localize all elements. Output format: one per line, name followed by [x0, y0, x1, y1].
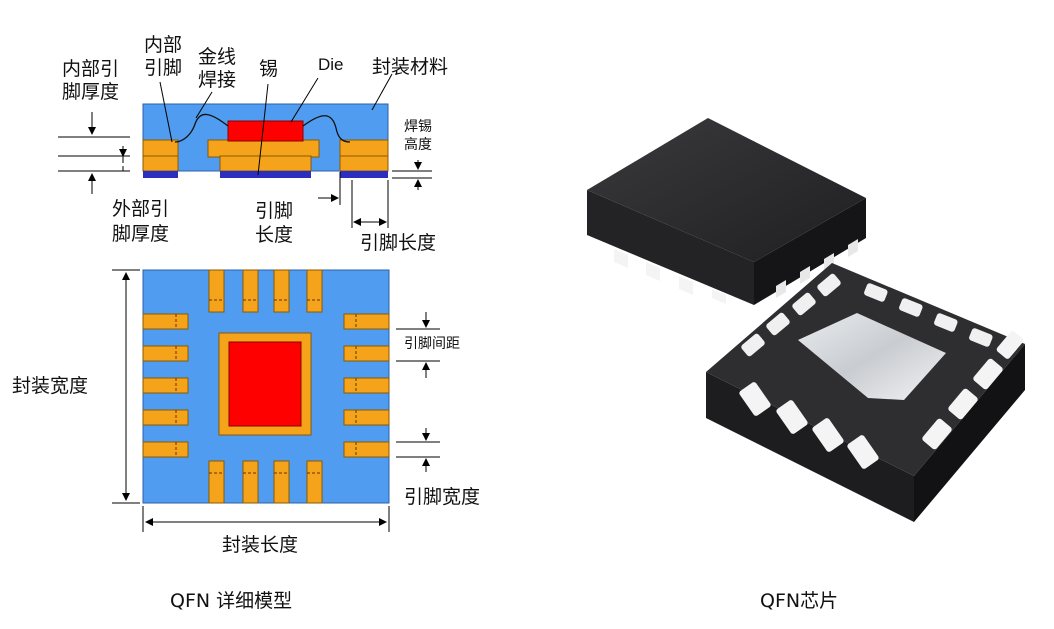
right-leads — [343, 313, 390, 458]
label-package-length: 封装长度 — [222, 534, 299, 556]
center-pad-solder — [220, 171, 311, 178]
label-lead-length-inner-2: 长度 — [255, 224, 294, 246]
label-gold-wire-2: 焊接 — [198, 69, 237, 91]
lead-left-outer — [142, 155, 179, 172]
cross-section-view — [58, 73, 432, 228]
caption-left: QFN 详细模型 — [170, 590, 293, 612]
label-inner-lead-thickness-1: 内部引 — [62, 58, 120, 80]
left-leads — [142, 313, 189, 458]
top-leads — [208, 269, 323, 313]
die — [227, 120, 304, 142]
label-lead-length: 引脚长度 — [360, 232, 437, 254]
label-solder-height-1: 焊锡 — [404, 119, 432, 135]
label-solder-height-2: 高度 — [404, 137, 432, 153]
center-pad-top — [207, 139, 320, 158]
top-view — [112, 269, 440, 532]
label-package-width: 封装宽度 — [12, 375, 89, 397]
label-lead-length-inner-1: 引脚 — [255, 200, 294, 222]
label-lead-width: 引脚宽度 — [404, 486, 481, 508]
pad-left — [143, 171, 178, 178]
label-inner-lead-1: 内部 — [144, 34, 183, 56]
gold-wire-right — [302, 115, 351, 143]
bottom-leads — [208, 460, 323, 504]
qfn-chip-bottom-render — [706, 263, 1025, 522]
label-gold-wire-1: 金线 — [198, 46, 237, 68]
pad-right — [340, 171, 388, 178]
label-outer-lead-thickness-1: 外部引 — [112, 198, 170, 220]
label-tin: 锡 — [259, 58, 279, 80]
caption-right: QFN芯片 — [760, 590, 839, 612]
label-package-material: 封装材料 — [372, 56, 449, 78]
label-inner-lead-thickness-2: 脚厚度 — [62, 81, 120, 103]
qfn-chip-top-render — [587, 118, 866, 305]
label-die: Die — [318, 55, 344, 74]
center-pad-bottom — [219, 155, 312, 172]
label-outer-lead-thickness-2: 脚厚度 — [112, 223, 170, 245]
lead-right-outer — [339, 155, 389, 172]
gold-wire-left — [174, 113, 229, 143]
top-die — [228, 341, 302, 427]
label-inner-lead-2: 引脚 — [144, 57, 183, 79]
label-lead-pitch: 引脚间距 — [404, 336, 460, 352]
